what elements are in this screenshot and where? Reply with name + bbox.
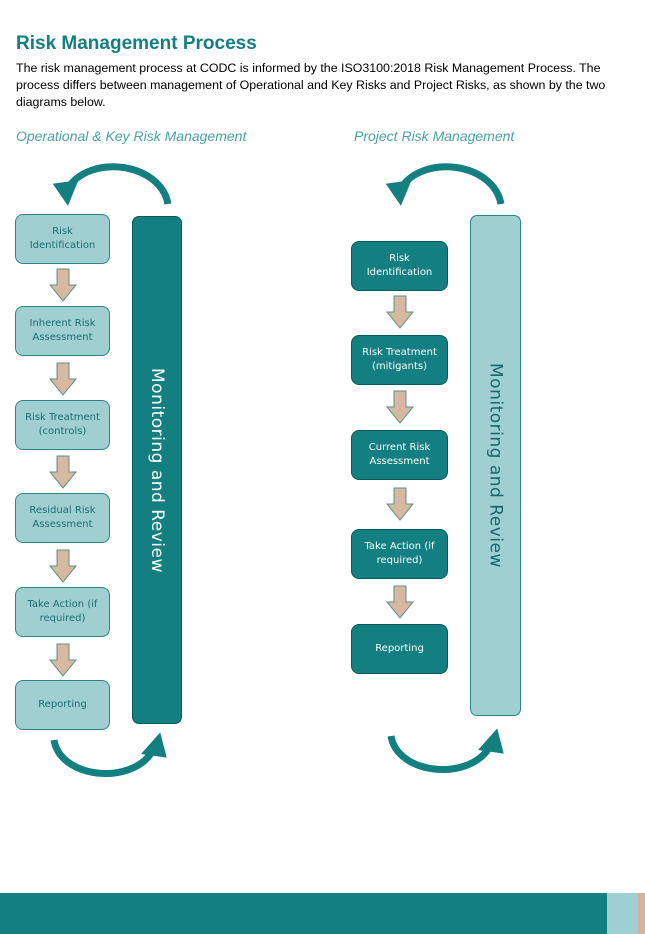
step-risk-identification: Risk Identification xyxy=(351,241,448,291)
arrow-down-icon xyxy=(49,362,77,396)
monitoring-review-bar-left: Monitoring and Review xyxy=(132,216,182,724)
loop-arrow-top-left-icon xyxy=(52,163,172,206)
arrow-down-icon xyxy=(386,390,414,424)
arrow-down-icon xyxy=(386,487,414,521)
arrow-down-icon xyxy=(386,585,414,619)
step-inherent-risk-assessment: Inherent Risk Assessment xyxy=(15,306,110,356)
arrow-down-icon xyxy=(49,268,77,302)
arrow-down-icon xyxy=(386,295,414,329)
loop-arrow-top-right-icon xyxy=(385,163,505,206)
footer-band xyxy=(0,893,607,934)
loop-arrow-bottom-left-icon xyxy=(50,732,167,777)
monitoring-review-bar-right: Monitoring and Review xyxy=(470,215,521,716)
arrow-down-icon xyxy=(49,455,77,489)
intro-paragraph: The risk management process at CODC is i… xyxy=(16,61,606,109)
step-reporting: Reporting xyxy=(15,680,110,730)
arrow-down-icon xyxy=(49,549,77,583)
step-risk-treatment-mitigants: Risk Treatment (mitigants) xyxy=(351,335,448,385)
arrow-down-icon xyxy=(49,643,77,677)
step-risk-treatment-controls: Risk Treatment (controls) xyxy=(15,400,110,450)
loop-arrow-bottom-right-icon xyxy=(387,728,504,773)
footer-accent-strip xyxy=(638,893,645,934)
step-take-action: Take Action (if required) xyxy=(351,529,448,579)
page-title: Risk Management Process xyxy=(16,33,257,54)
operational-diagram-heading: Operational & Key Risk Management xyxy=(16,128,247,144)
footer-accent-block xyxy=(607,893,638,934)
monitoring-review-label: Monitoring and Review xyxy=(485,363,506,568)
step-residual-risk-assessment: Residual Risk Assessment xyxy=(15,493,110,543)
step-risk-identification: Risk Identification xyxy=(15,214,110,264)
step-current-risk-assessment: Current Risk Assessment xyxy=(351,430,448,480)
step-take-action: Take Action (if required) xyxy=(15,587,110,637)
monitoring-review-label: Monitoring and Review xyxy=(147,367,167,573)
step-reporting: Reporting xyxy=(351,624,448,674)
project-diagram-heading: Project Risk Management xyxy=(354,128,515,144)
